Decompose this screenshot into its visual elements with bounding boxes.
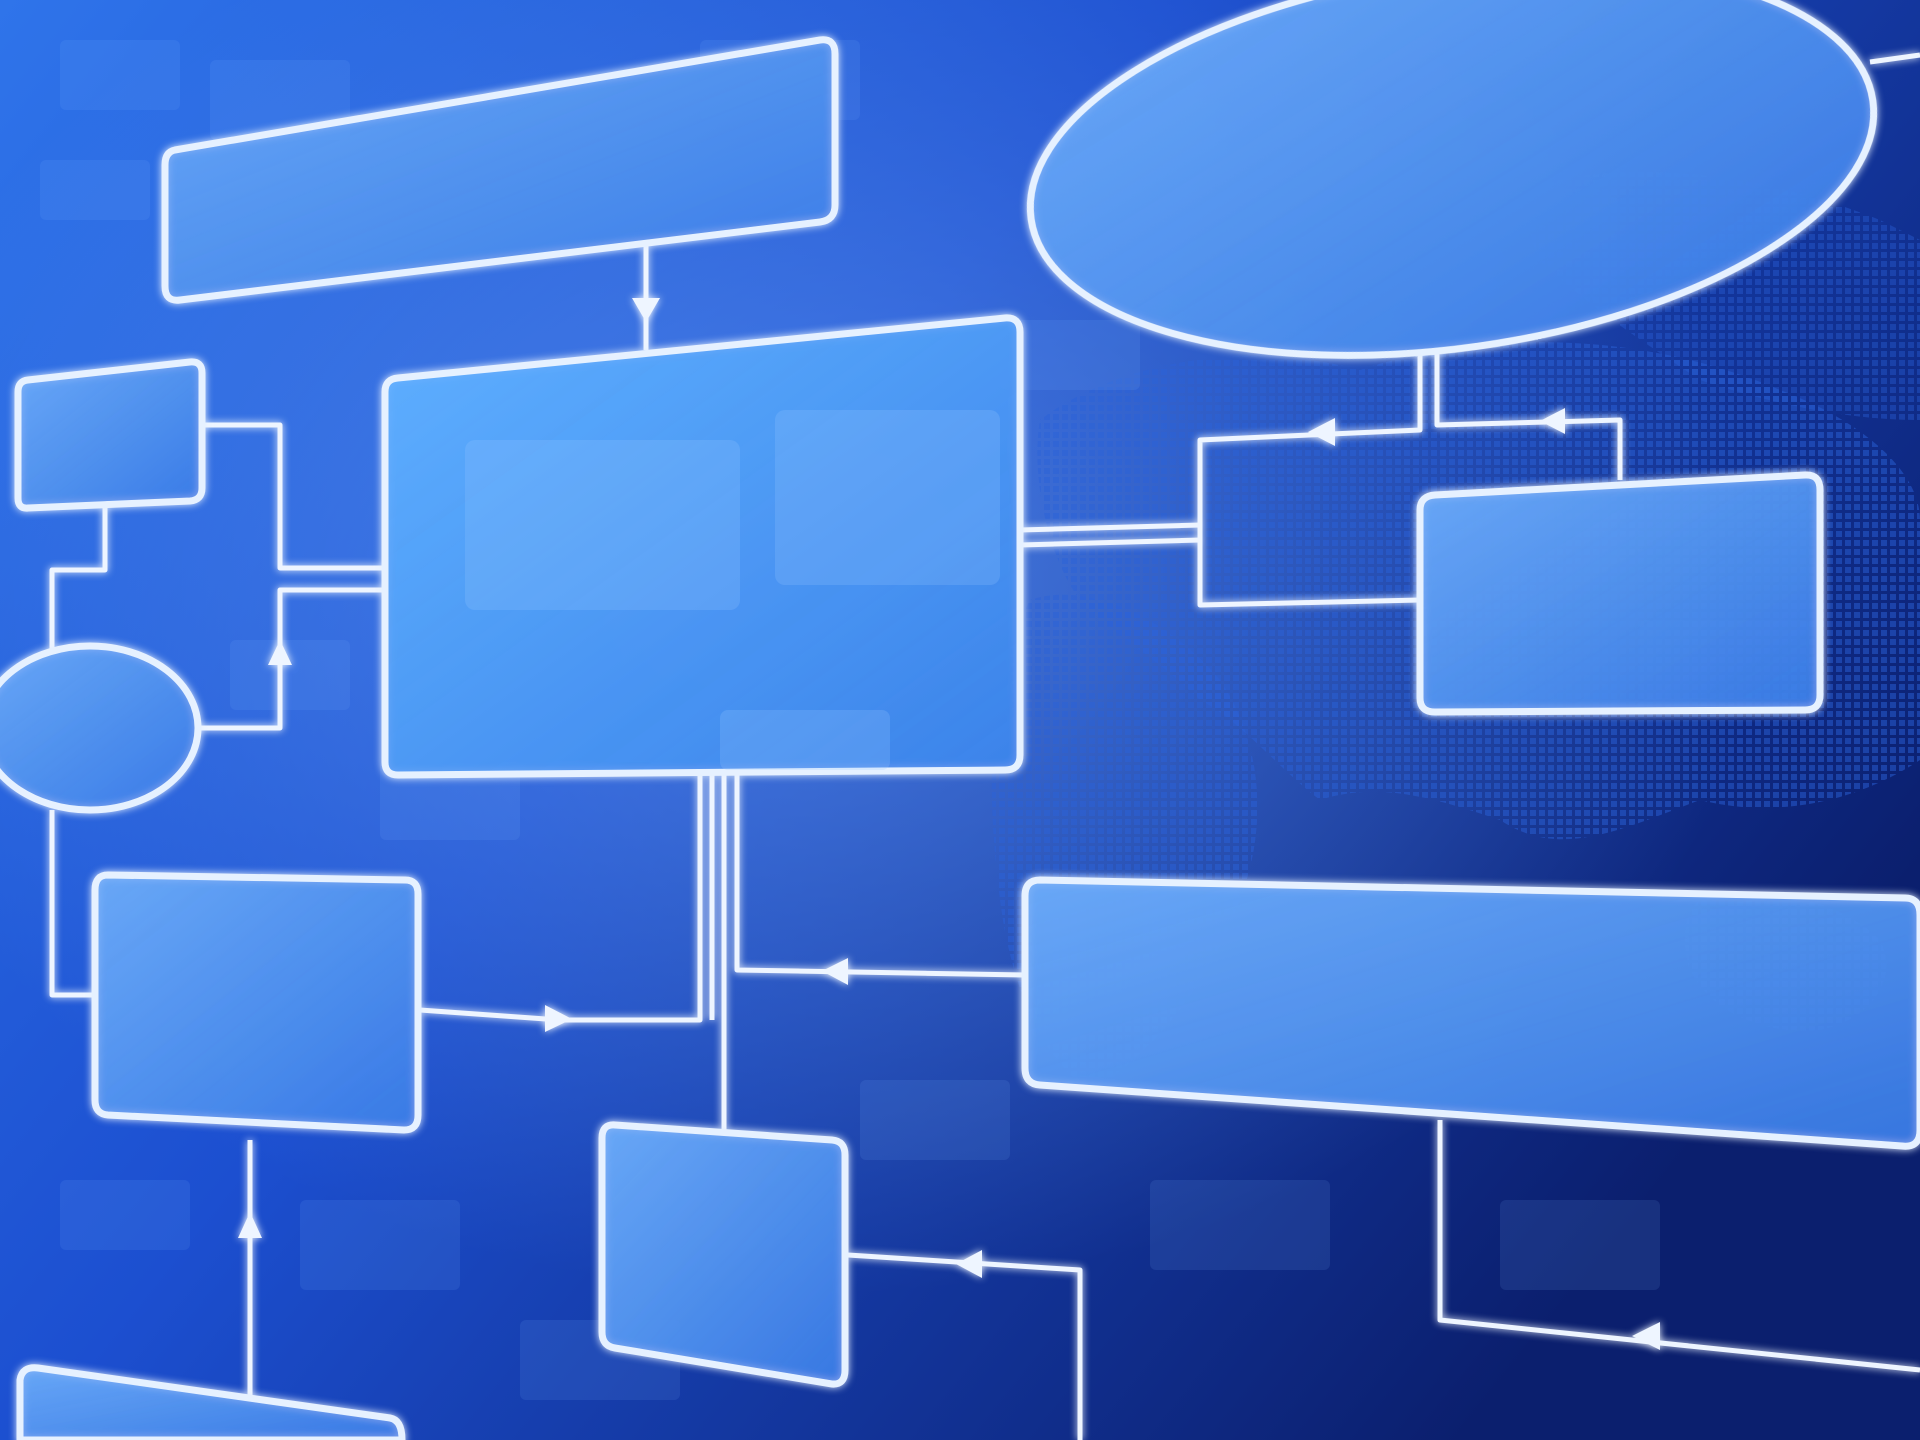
node-left-ellipse — [0, 642, 202, 814]
arrowhead-down-top — [632, 298, 660, 322]
arrowhead-left-widebox — [822, 958, 848, 985]
connector-small-to-ellipse — [49, 505, 108, 650]
node-top-rectangle — [161, 36, 839, 304]
arrowhead-left-rightbranch-2 — [1540, 408, 1565, 434]
arrowhead-left-lowercenter — [956, 1250, 982, 1278]
connector-main-to-rightmid-2 — [1019, 537, 1201, 548]
arrowhead-left-bottomright — [1632, 1322, 1660, 1350]
node-top-right-ellipse — [1026, 0, 1878, 359]
node-small-left-rectangle — [14, 358, 206, 512]
arrowhead-right-lowerleft — [545, 1005, 572, 1032]
connector-topellipse-branch-1 — [1197, 350, 1423, 608]
connector-topellipse-tail — [1869, 52, 1920, 65]
connector-lowercenter-right — [847, 1252, 1083, 1440]
node-lower-right-wide-rectangle — [1021, 876, 1920, 1150]
connector-topellipse-branch-2 — [1434, 350, 1623, 480]
connector-lowerleft-to-main — [419, 775, 703, 1023]
node-right-mid-rectangle — [1416, 471, 1824, 716]
node-bottom-left-partial-rectangle — [16, 1364, 406, 1440]
arrowhead-up-bottom — [238, 1212, 262, 1238]
main-box-highlights — [465, 410, 1000, 770]
connector-widebox-to-main — [734, 775, 1026, 978]
arrowheads — [238, 298, 1660, 1350]
node-lower-center-rectangle — [598, 1121, 849, 1388]
connector-small-left-to-main — [200, 422, 385, 571]
connector-ellipse-to-lowerleft — [49, 810, 95, 998]
node-lower-left-rectangle — [91, 871, 422, 1134]
node-main-rectangle — [381, 314, 1024, 779]
connectors — [49, 52, 1920, 1440]
arrowhead-left-rightbranch-1 — [1308, 418, 1335, 446]
arrowhead-up-left — [268, 640, 292, 665]
connector-widebox-down — [1437, 1120, 1920, 1373]
connector-main-to-rightmid — [1019, 522, 1201, 533]
